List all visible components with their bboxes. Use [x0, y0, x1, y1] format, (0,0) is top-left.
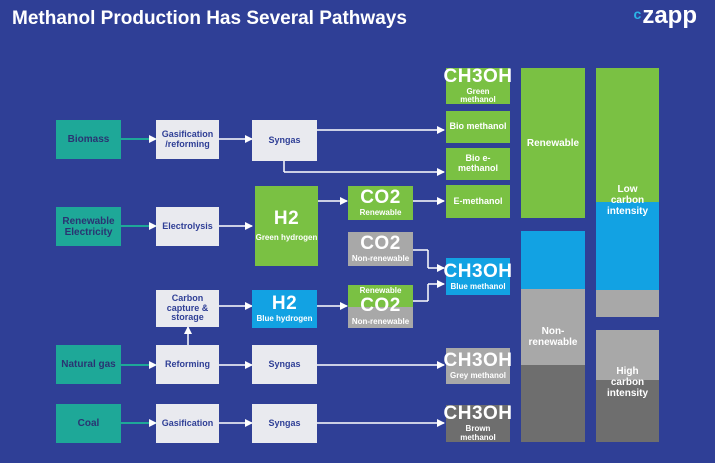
source-biomass: Biomass: [56, 120, 121, 159]
renewability-column: Renewable Non-renewable: [521, 68, 585, 442]
zapp-logo: czapp: [633, 2, 697, 29]
co2-renewable: CO2 Renewable: [348, 186, 413, 220]
process-gasification: Gasification: [156, 404, 219, 443]
source-coal: Coal: [56, 404, 121, 443]
green-hydrogen: H2 Green hydrogen: [255, 186, 318, 266]
process-gasification-reforming: Gasification /reforming: [156, 120, 219, 159]
green-methanol: CH3OH Green methanol: [443, 65, 513, 105]
grey-methanol: CH3OH Grey methanol: [444, 348, 512, 384]
process-electrolysis: Electrolysis: [156, 207, 219, 246]
bio-e-methanol: Bio e-methanol: [446, 148, 510, 180]
carbon-intensity-column: Low carbon intensity High carbon intensi…: [596, 68, 659, 442]
bio-methanol: Bio methanol: [446, 111, 510, 143]
source-natural-gas: Natural gas: [56, 345, 121, 384]
brown-methanol: CH3OH Brown methanol: [443, 403, 513, 442]
source-renewable-electricity: Renewable Electricity: [56, 207, 121, 246]
process-syngas-3: Syngas: [252, 404, 317, 443]
co2-mixed: Renewable Non-renewable CO2: [348, 285, 413, 328]
page-title: Methanol Production Has Several Pathways: [12, 8, 407, 29]
renewable-label: Renewable: [526, 137, 580, 149]
co2-non-renewable: CO2 Non-renewable: [348, 232, 413, 266]
process-reforming: Reforming: [156, 345, 219, 384]
blue-hydrogen: H2 Blue hydrogen: [252, 290, 317, 328]
process-carbon-capture: Carbon capture & storage: [156, 290, 219, 327]
blue-methanol: CH3OH Blue methanol: [444, 258, 512, 295]
process-syngas-2: Syngas: [252, 345, 317, 384]
high-carbon-label: High carbon intensity: [606, 365, 649, 399]
non-renewable-label: Non-renewable: [528, 326, 578, 348]
process-syngas-1: Syngas: [252, 120, 317, 161]
low-carbon-label: Low carbon intensity: [606, 183, 649, 217]
e-methanol: E-methanol: [446, 185, 510, 218]
